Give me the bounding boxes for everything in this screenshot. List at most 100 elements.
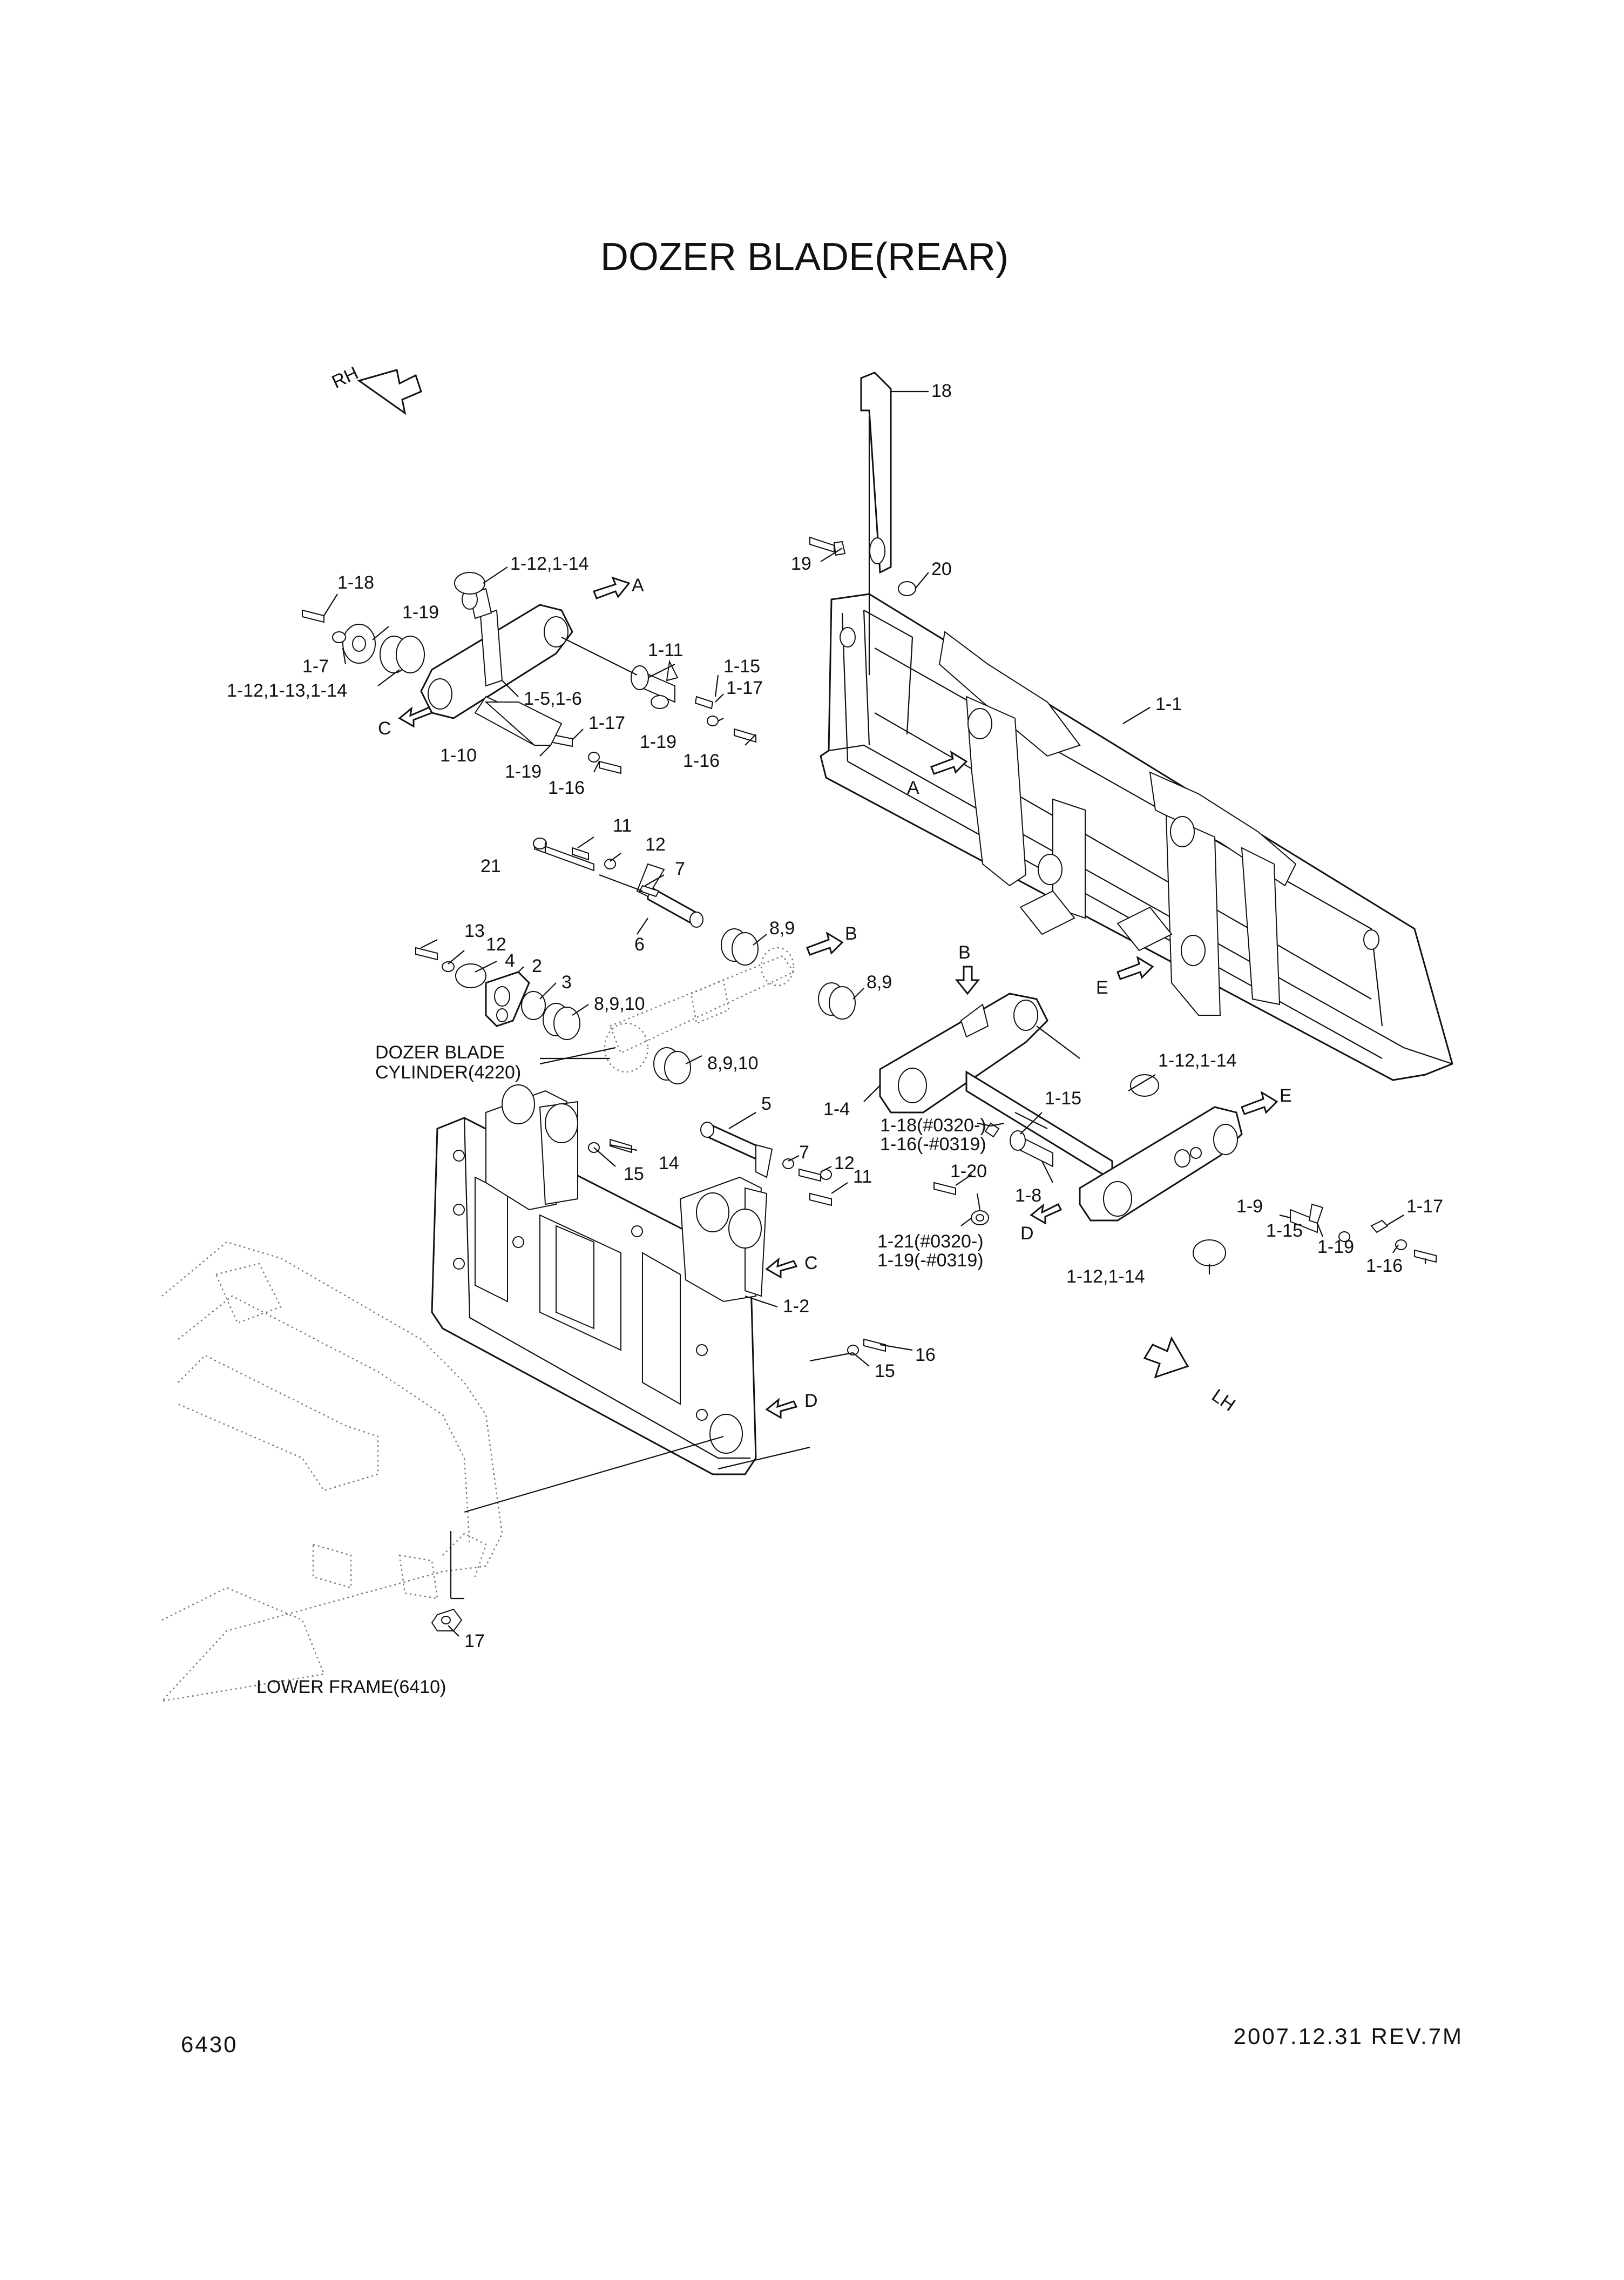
arrow-d-bracket-icon xyxy=(765,1398,798,1419)
rh-arrow-icon xyxy=(357,369,422,415)
view-arrows: A A B B C C D D E E xyxy=(378,575,1292,1419)
dozer-blade-cylinder-outline xyxy=(540,947,795,1073)
callout-1-12-1-14-top: 1-12,1-14 xyxy=(510,554,589,574)
rear-mounting-bracket xyxy=(431,1084,886,1513)
arrow-a-top-icon xyxy=(593,576,631,599)
rh-label: RH xyxy=(329,363,362,393)
callout-1-5-1-6: 1-5,1-6 xyxy=(524,689,582,709)
nut-17 xyxy=(431,1608,463,1631)
callout-1-8: 1-8 xyxy=(1015,1185,1041,1206)
callout-6: 6 xyxy=(634,934,645,955)
revision-stamp: 2007.12.31 REV.7M xyxy=(1234,2023,1463,2049)
callout-1-16-mid: 1-16 xyxy=(683,751,720,771)
arrow-b-right-icon xyxy=(806,931,844,956)
callout-cylinder-line-2: CYLINDER(4220) xyxy=(375,1062,521,1083)
callout-labels: 18 19 20 1-1 1-12,1-14 1-18 1-19 1-7 1-1… xyxy=(227,381,1443,1697)
callout-1-18-left: 1-18 xyxy=(337,572,374,593)
callout-1-12-1-14-right: 1-12,1-14 xyxy=(1158,1050,1237,1071)
callout-12-left: 12 xyxy=(486,934,506,955)
dozer-blade-body xyxy=(820,593,1453,1081)
callout-1-17-mid: 1-17 xyxy=(588,713,625,733)
arrow-b-right-label: B xyxy=(845,923,857,944)
callout-18: 18 xyxy=(931,381,952,401)
callout-1-19-note: 1-19(-#0319) xyxy=(877,1250,984,1271)
callout-1-15-right: 1-15 xyxy=(1266,1220,1303,1241)
lower-frame-outline xyxy=(161,1241,503,1702)
lh-arrow-icon xyxy=(1143,1336,1189,1379)
callout-8-9-10-a: 8,9,10 xyxy=(594,994,645,1014)
callout-1-16-note: 1-16(-#0319) xyxy=(880,1134,986,1155)
callout-1-16-low: 1-16 xyxy=(548,778,585,798)
callout-1-21-note: 1-21(#0320-) xyxy=(877,1231,984,1252)
callout-1-1: 1-1 xyxy=(1155,694,1182,714)
arrow-a-top-label: A xyxy=(632,575,644,596)
rh-direction-marker: RH xyxy=(329,363,422,415)
right-link-frame xyxy=(879,993,1437,1266)
callout-1-10: 1-10 xyxy=(440,745,477,766)
lower-frame-label: LOWER FRAME(6410) xyxy=(256,1677,446,1697)
callout-2: 2 xyxy=(532,956,542,976)
lh-label: LH xyxy=(1208,1385,1239,1415)
arrow-e-right-label: E xyxy=(1280,1085,1292,1106)
callout-8-9-a: 8,9 xyxy=(769,918,795,939)
callout-1-17-right: 1-17 xyxy=(1406,1196,1443,1217)
arrow-e-blade-label: E xyxy=(1096,977,1108,998)
callout-1-19-low: 1-19 xyxy=(505,761,542,782)
callout-1-18-note: 1-18(#0320-) xyxy=(880,1115,986,1136)
callout-cylinder-line-1: DOZER BLADE xyxy=(375,1042,505,1063)
callout-1-15-mid: 1-15 xyxy=(1045,1088,1081,1109)
upper-link-group xyxy=(302,572,756,774)
callout-11-top: 11 xyxy=(613,815,632,836)
callout-1-2: 1-2 xyxy=(783,1296,809,1317)
callout-8-9-10-b: 8,9,10 xyxy=(707,1053,759,1074)
callout-13: 13 xyxy=(464,921,485,941)
pin-6-group xyxy=(533,838,703,928)
callout-1-7: 1-7 xyxy=(302,656,329,677)
page-number: 6430 xyxy=(181,2032,238,2057)
callout-12-low: 12 xyxy=(834,1153,855,1173)
arrow-b-down-label: B xyxy=(958,942,971,963)
callout-8-9-b: 8,9 xyxy=(867,972,892,993)
callout-1-12-1-14-low: 1-12,1-14 xyxy=(1066,1266,1145,1287)
callout-15-a: 15 xyxy=(624,1164,644,1184)
callout-20: 20 xyxy=(931,559,952,579)
arrow-a-blade-icon xyxy=(930,750,968,775)
callout-5: 5 xyxy=(761,1094,772,1114)
arrow-c-bracket-label: C xyxy=(804,1253,818,1273)
hanger-bracket-group xyxy=(809,372,916,675)
callout-16: 16 xyxy=(915,1345,936,1365)
callout-7-low: 7 xyxy=(799,1142,809,1163)
callout-1-17-top: 1-17 xyxy=(726,678,763,698)
callout-1-15-top: 1-15 xyxy=(723,656,760,677)
callout-3: 3 xyxy=(561,972,572,993)
callout-1-4: 1-4 xyxy=(823,1099,850,1119)
callout-14: 14 xyxy=(659,1153,679,1173)
arrow-a-blade-label: A xyxy=(907,778,919,798)
page-title: DOZER BLADE(REAR) xyxy=(600,235,1009,279)
arrow-c-top-label: C xyxy=(378,718,391,739)
arrow-e-right-icon xyxy=(1241,1090,1278,1115)
arrow-d-right-icon xyxy=(1030,1203,1063,1225)
callout-17: 17 xyxy=(464,1631,485,1651)
pin-5-group xyxy=(700,1122,832,1206)
callout-15-b: 15 xyxy=(875,1361,895,1381)
callout-21: 21 xyxy=(481,856,501,876)
callout-1-11: 1-11 xyxy=(648,640,684,660)
lh-direction-marker: LH xyxy=(1143,1336,1239,1415)
arrow-e-blade-icon xyxy=(1116,955,1154,980)
callout-1-19-mid: 1-19 xyxy=(640,732,676,752)
callout-7-top: 7 xyxy=(675,859,685,879)
arrow-c-bracket-icon xyxy=(765,1257,798,1279)
callout-1-20: 1-20 xyxy=(950,1161,987,1182)
callout-4: 4 xyxy=(505,950,515,971)
callout-1-19-right: 1-19 xyxy=(1317,1237,1354,1257)
callout-11-low: 11 xyxy=(853,1166,872,1187)
leader-lines xyxy=(323,390,1426,1637)
arrow-d-bracket-label: D xyxy=(804,1391,818,1411)
arrow-c-top-icon xyxy=(398,706,434,728)
arrow-b-down-icon xyxy=(955,966,980,995)
callout-1-12-1-13-1-14: 1-12,1-13,1-14 xyxy=(227,680,347,701)
callout-1-9: 1-9 xyxy=(1236,1196,1263,1217)
